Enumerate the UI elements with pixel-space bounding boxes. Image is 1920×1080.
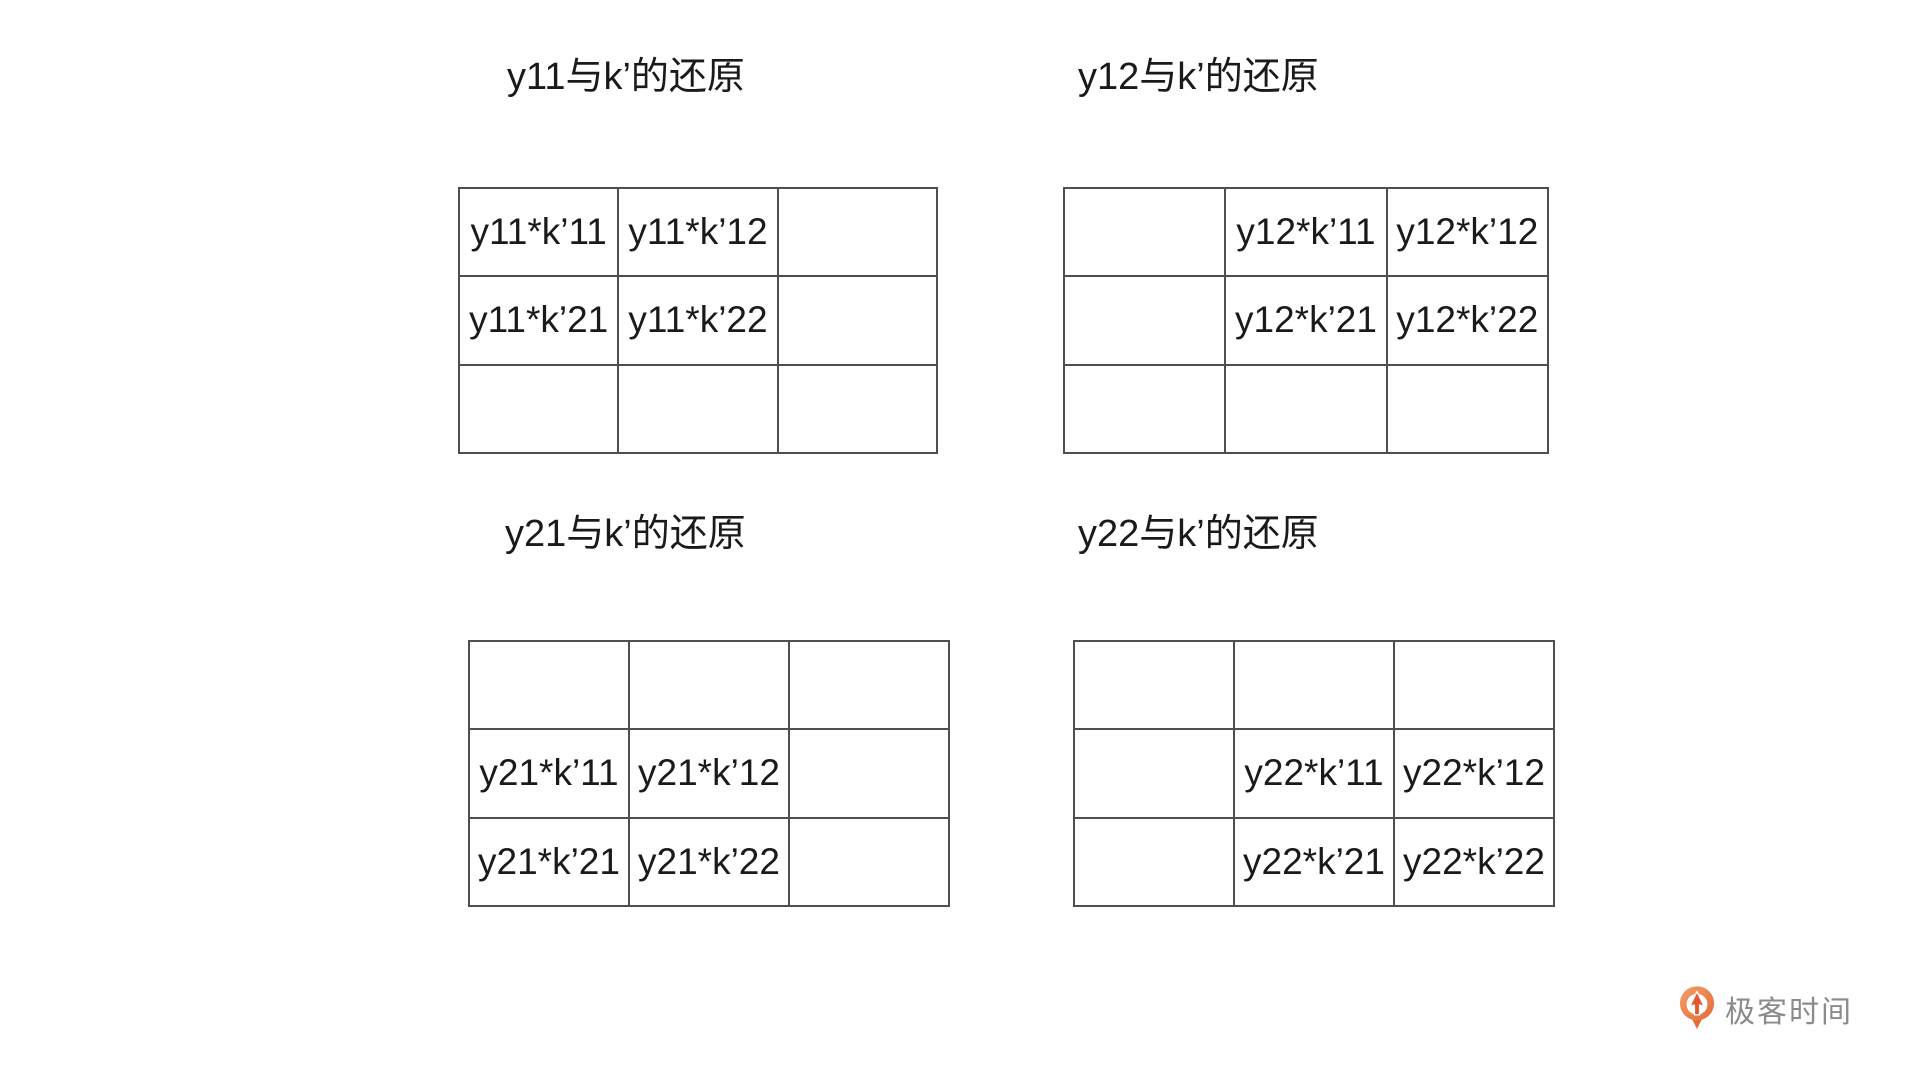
table-cell bbox=[618, 364, 778, 453]
panel-title-y11: y11与k’的还原 bbox=[507, 56, 745, 98]
table-cell bbox=[1394, 641, 1554, 730]
table-cell bbox=[1064, 276, 1226, 365]
matrix-table-y21: y21*k’11 y21*k’12 y21*k’21 y21*k’22 bbox=[468, 640, 950, 907]
table-cell bbox=[1234, 641, 1394, 730]
table-cell: y12*k’21 bbox=[1225, 276, 1387, 365]
table-cell bbox=[1225, 364, 1387, 453]
table-cell: y12*k’22 bbox=[1386, 276, 1548, 365]
table-cell bbox=[789, 729, 949, 818]
table-cell bbox=[459, 364, 619, 453]
table-cell bbox=[1386, 364, 1548, 453]
table-cell bbox=[1064, 364, 1226, 453]
table-cell bbox=[777, 188, 937, 277]
table-cell bbox=[777, 364, 937, 453]
panel-title-y22: y22与k’的还原 bbox=[1078, 513, 1319, 555]
panel-title-y21: y21与k’的还原 bbox=[505, 513, 746, 555]
table-cell: y11*k’12 bbox=[618, 188, 778, 277]
table-cell bbox=[1074, 641, 1234, 730]
matrix-table-y11: y11*k’11 y11*k’12 y11*k’21 y11*k’22 bbox=[458, 187, 938, 454]
table-cell: y21*k’22 bbox=[629, 817, 789, 906]
table-cell: y21*k’21 bbox=[469, 817, 629, 906]
matrix-table-y22: y22*k’11 y22*k’12 y22*k’21 y22*k’22 bbox=[1073, 640, 1555, 907]
table-cell bbox=[629, 641, 789, 730]
table-cell: y11*k’11 bbox=[459, 188, 619, 277]
table-cell bbox=[777, 276, 937, 365]
table-cell: y22*k’22 bbox=[1394, 817, 1554, 906]
table-cell bbox=[789, 817, 949, 906]
table-cell bbox=[1074, 729, 1234, 818]
logo-text: 极客时间 bbox=[1725, 996, 1853, 1029]
table-cell: y11*k’21 bbox=[459, 276, 619, 365]
table-cell: y12*k’11 bbox=[1225, 188, 1387, 277]
table-cell bbox=[469, 641, 629, 730]
panel-title-y12: y12与k’的还原 bbox=[1078, 56, 1319, 98]
table-cell bbox=[789, 641, 949, 730]
matrix-table-y12: y12*k’11 y12*k’12 y12*k’21 y12*k’22 bbox=[1063, 187, 1549, 454]
table-cell: y12*k’12 bbox=[1386, 188, 1548, 277]
table-cell: y11*k’22 bbox=[618, 276, 778, 365]
table-cell bbox=[1074, 817, 1234, 906]
table-cell bbox=[1064, 188, 1226, 277]
geektime-icon bbox=[1679, 986, 1715, 1029]
table-cell: y22*k’21 bbox=[1234, 817, 1394, 906]
geektime-logo: 极客时间 bbox=[1678, 985, 1853, 1033]
table-cell: y22*k’12 bbox=[1394, 729, 1554, 818]
table-cell: y22*k’11 bbox=[1234, 729, 1394, 818]
table-cell: y21*k’11 bbox=[469, 729, 629, 818]
table-cell: y21*k’12 bbox=[629, 729, 789, 818]
